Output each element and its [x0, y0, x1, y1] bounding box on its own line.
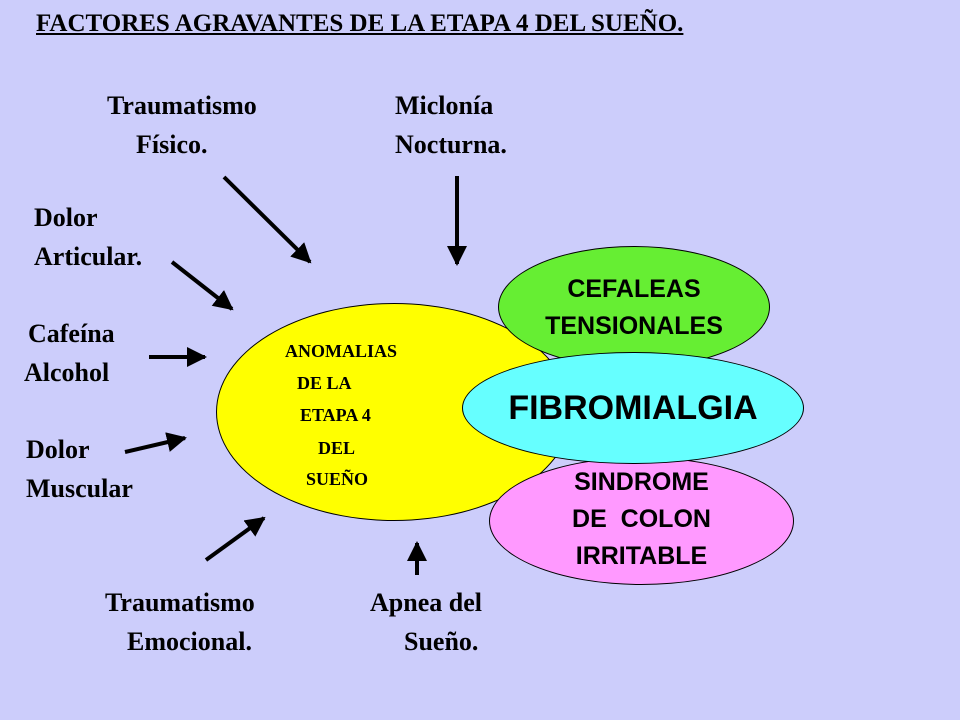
sindrome-line: IRRITABLE — [575, 542, 708, 570]
cefaleas-line: TENSIONALES — [545, 312, 723, 340]
factor-traumatismo-emocional: Traumatismo Emocional. — [105, 583, 255, 661]
factor-cafeina-alcohol: Cafeína Alcohol — [24, 314, 115, 392]
sindrome-line: SINDROME — [574, 468, 709, 496]
factor-line: Traumatismo — [107, 91, 257, 120]
page-title: FACTORES AGRAVANTES DE LA ETAPA 4 DEL SU… — [36, 10, 684, 37]
arrow-traumatismo-emocional — [204, 516, 266, 562]
fibromialgia-ellipse — [462, 352, 804, 464]
arrow-dolor-muscular — [124, 432, 187, 454]
factor-line: Físico. — [136, 130, 208, 159]
factor-traumatismo-fisico: Traumatismo Físico. — [107, 86, 257, 164]
factor-dolor-muscular: Dolor Muscular — [26, 430, 133, 508]
sindrome-ellipse — [489, 457, 794, 585]
factor-line: Cafeína — [28, 319, 115, 348]
factor-line: Traumatismo — [105, 588, 255, 617]
factor-line: Alcohol — [24, 358, 110, 387]
cefaleas-ellipse — [498, 246, 770, 368]
cefaleas-line: CEFALEAS — [567, 275, 701, 303]
factor-line: Nocturna. — [395, 130, 507, 159]
center-line: SUEÑO — [306, 469, 369, 489]
fibromialgia-text: FIBROMIALGIA — [508, 389, 758, 427]
arrow-traumatismo-fisico — [222, 175, 312, 264]
factor-dolor-articular: Dolor Articular. — [34, 198, 142, 276]
sindrome-line: DE COLON — [572, 505, 711, 533]
factor-line: Sueño. — [404, 627, 479, 656]
center-line: DE LA — [297, 373, 352, 393]
factor-line: Emocional. — [127, 627, 252, 656]
factor-apnea-del-sueno: Apnea del Sueño. — [370, 583, 482, 661]
sindrome-text: SINDROME DE COLON IRRITABLE — [489, 464, 794, 575]
center-line: ANOMALIAS — [285, 341, 398, 361]
factor-mioclonia-nocturna: Miclonía Nocturna. — [395, 86, 507, 164]
cefaleas-text: CEFALEAS TENSIONALES — [505, 271, 763, 345]
arrow-dolor-articular — [170, 260, 234, 311]
center-line: ETAPA 4 — [300, 405, 371, 425]
factor-line: Dolor — [26, 435, 90, 464]
factor-line: Dolor — [34, 203, 98, 232]
factor-line: Articular. — [34, 242, 143, 271]
factor-line: Miclonía — [395, 91, 494, 120]
factor-line: Apnea del — [370, 588, 482, 617]
center-line: DEL — [318, 438, 356, 458]
factor-line: Muscular — [26, 474, 133, 503]
